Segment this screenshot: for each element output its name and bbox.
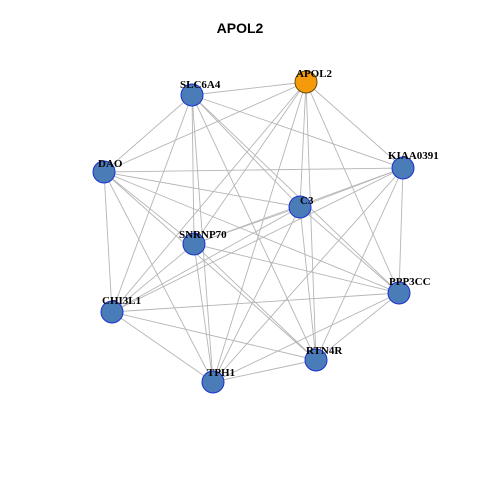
node-c3[interactable] [288, 195, 312, 219]
edge-ppp3cc-rtn4r [315, 292, 400, 361]
edge-kiaa0391-rtn4r [315, 167, 404, 361]
graph-title: APOL2 [216, 20, 264, 36]
edge-dao-snrnp70 [103, 171, 195, 245]
edge-chi3l1-tph1 [111, 311, 214, 383]
edge-dao-chi3l1 [103, 171, 113, 313]
edge-chi3l1-rtn4r [111, 311, 317, 361]
edge-apol2-c3 [299, 81, 307, 208]
node-tph1[interactable] [201, 370, 225, 394]
node-kiaa0391[interactable] [391, 156, 415, 180]
edge-dao-rtn4r [103, 171, 317, 361]
node-label-c3: C3 [300, 195, 314, 207]
node-ppp3cc[interactable] [387, 281, 411, 305]
edge-slc6a4-snrnp70 [191, 94, 195, 245]
edge-dao-ppp3cc [103, 171, 400, 294]
edge-apol2-rtn4r [305, 81, 317, 361]
node-label-snrnp70: SNRNP70 [179, 229, 227, 241]
edge-slc6a4-ppp3cc [191, 94, 400, 294]
edge-slc6a4-kiaa0391 [191, 94, 404, 169]
edge-slc6a4-c3 [191, 94, 301, 208]
edge-kiaa0391-tph1 [212, 167, 404, 383]
node-label-tph1: TPH1 [207, 367, 235, 379]
node-label-rtn4r: RTN4R [306, 345, 343, 357]
edge-ppp3cc-tph1 [212, 292, 400, 383]
node-rtn4r[interactable] [304, 348, 328, 372]
node-label-ppp3cc: PPP3CC [389, 276, 431, 288]
edge-dao-c3 [103, 171, 301, 208]
node-label-apol2: APOL2 [296, 68, 333, 80]
edge-snrnp70-chi3l1 [111, 243, 195, 313]
edge-c3-chi3l1 [111, 206, 301, 313]
edge-slc6a4-chi3l1 [111, 94, 193, 313]
edge-layer [103, 81, 404, 383]
edge-dao-tph1 [103, 171, 214, 383]
edge-slc6a4-rtn4r [191, 94, 317, 361]
node-layer [92, 70, 415, 394]
edge-snrnp70-tph1 [193, 243, 214, 383]
edge-rtn4r-tph1 [212, 359, 317, 383]
edge-c3-snrnp70 [193, 206, 301, 245]
node-slc6a4[interactable] [180, 83, 204, 107]
edge-c3-rtn4r [299, 206, 317, 361]
node-label-slc6a4: SLC6A4 [180, 79, 221, 91]
edge-apol2-chi3l1 [111, 81, 307, 313]
edge-ppp3cc-chi3l1 [111, 292, 400, 313]
node-apol2[interactable] [294, 70, 318, 94]
edge-kiaa0391-chi3l1 [111, 167, 404, 313]
edge-apol2-tph1 [212, 81, 307, 383]
node-chi3l1[interactable] [100, 300, 124, 324]
edge-c3-ppp3cc [299, 206, 400, 294]
node-label-kiaa0391: KIAA0391 [388, 150, 439, 162]
node-dao[interactable] [92, 160, 116, 184]
edge-slc6a4-dao [103, 94, 193, 173]
node-label-chi3l1: CHI3L1 [102, 295, 141, 307]
edge-c3-tph1 [212, 206, 301, 383]
edge-apol2-kiaa0391 [305, 81, 404, 169]
edge-apol2-slc6a4 [191, 81, 307, 96]
node-label-dao: DAO [98, 158, 123, 170]
edge-snrnp70-ppp3cc [193, 243, 400, 294]
edge-apol2-dao [103, 81, 307, 173]
edge-snrnp70-rtn4r [193, 243, 317, 361]
node-snrnp70[interactable] [182, 232, 206, 256]
edge-kiaa0391-ppp3cc [398, 167, 404, 294]
edge-kiaa0391-dao [103, 167, 404, 173]
